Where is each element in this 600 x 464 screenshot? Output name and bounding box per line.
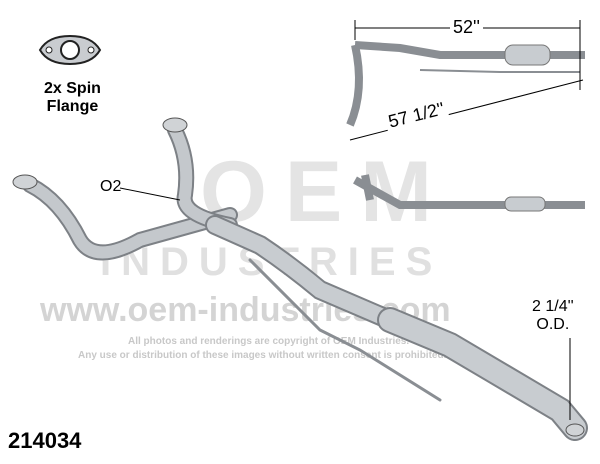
o2-sensor-label: O2 [100,178,122,195]
flange-label-line2: Flange [46,98,99,115]
watermark-logo-top: OEM [200,144,450,240]
main-exhaust-assembly [12,117,588,441]
diameter-label-line1: 2 1/4'' [532,298,574,315]
diameter-label: 2 1/4'' O.D. [532,298,574,334]
watermark-copyright-2: Any use or distribution of these images … [78,350,447,361]
diameter-label-line2: O.D. [536,316,570,333]
flange-label-line1: 2x Spin [44,80,101,97]
part-number: 214034 [8,428,82,453]
watermark-copyright-1: All photos and renderings are copyright … [128,336,410,347]
spin-flange-icon [38,34,102,66]
flange-label: 2x Spin Flange [44,80,101,116]
top-view-assembly [346,41,585,212]
length-dimension-label: 52'' [450,17,483,38]
